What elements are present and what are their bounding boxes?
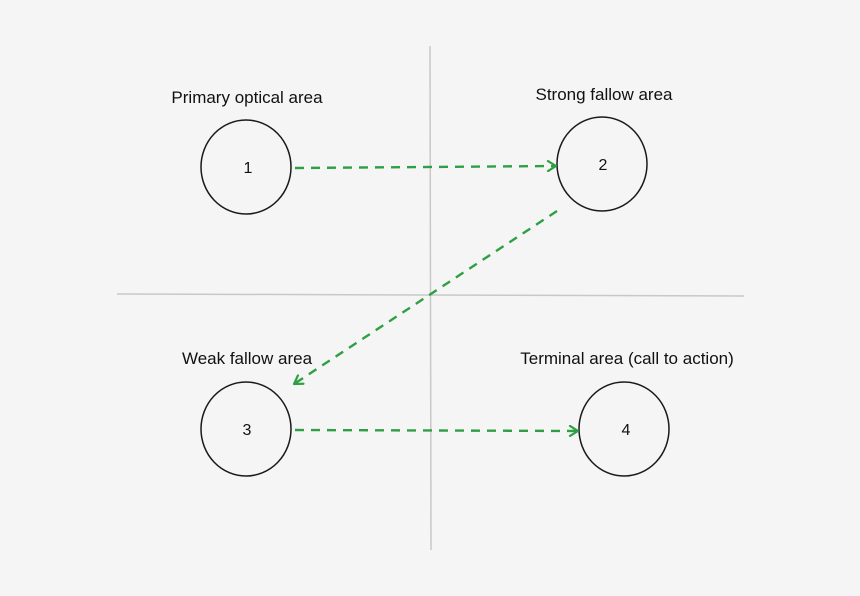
label-terminal-area: Terminal area (call to action) <box>520 349 734 368</box>
node-circle-3 <box>200 381 292 477</box>
flow-arrow-1-to-2 <box>294 166 556 168</box>
node-number-1: 1 <box>244 160 253 177</box>
flow-arrow-2-to-3 <box>294 209 558 384</box>
node-number-2: 2 <box>599 157 608 174</box>
label-primary-optical-area: Primary optical area <box>171 88 323 107</box>
vertical-divider <box>429 45 432 551</box>
node-number-3: 3 <box>243 422 252 439</box>
label-weak-fallow-area: Weak fallow area <box>181 349 313 368</box>
node-number-4: 4 <box>622 422 631 439</box>
node-circle-1 <box>200 119 292 215</box>
flow-arrow-3-to-4 <box>294 430 578 431</box>
label-strong-fallow-area: Strong fallow area <box>535 85 673 104</box>
